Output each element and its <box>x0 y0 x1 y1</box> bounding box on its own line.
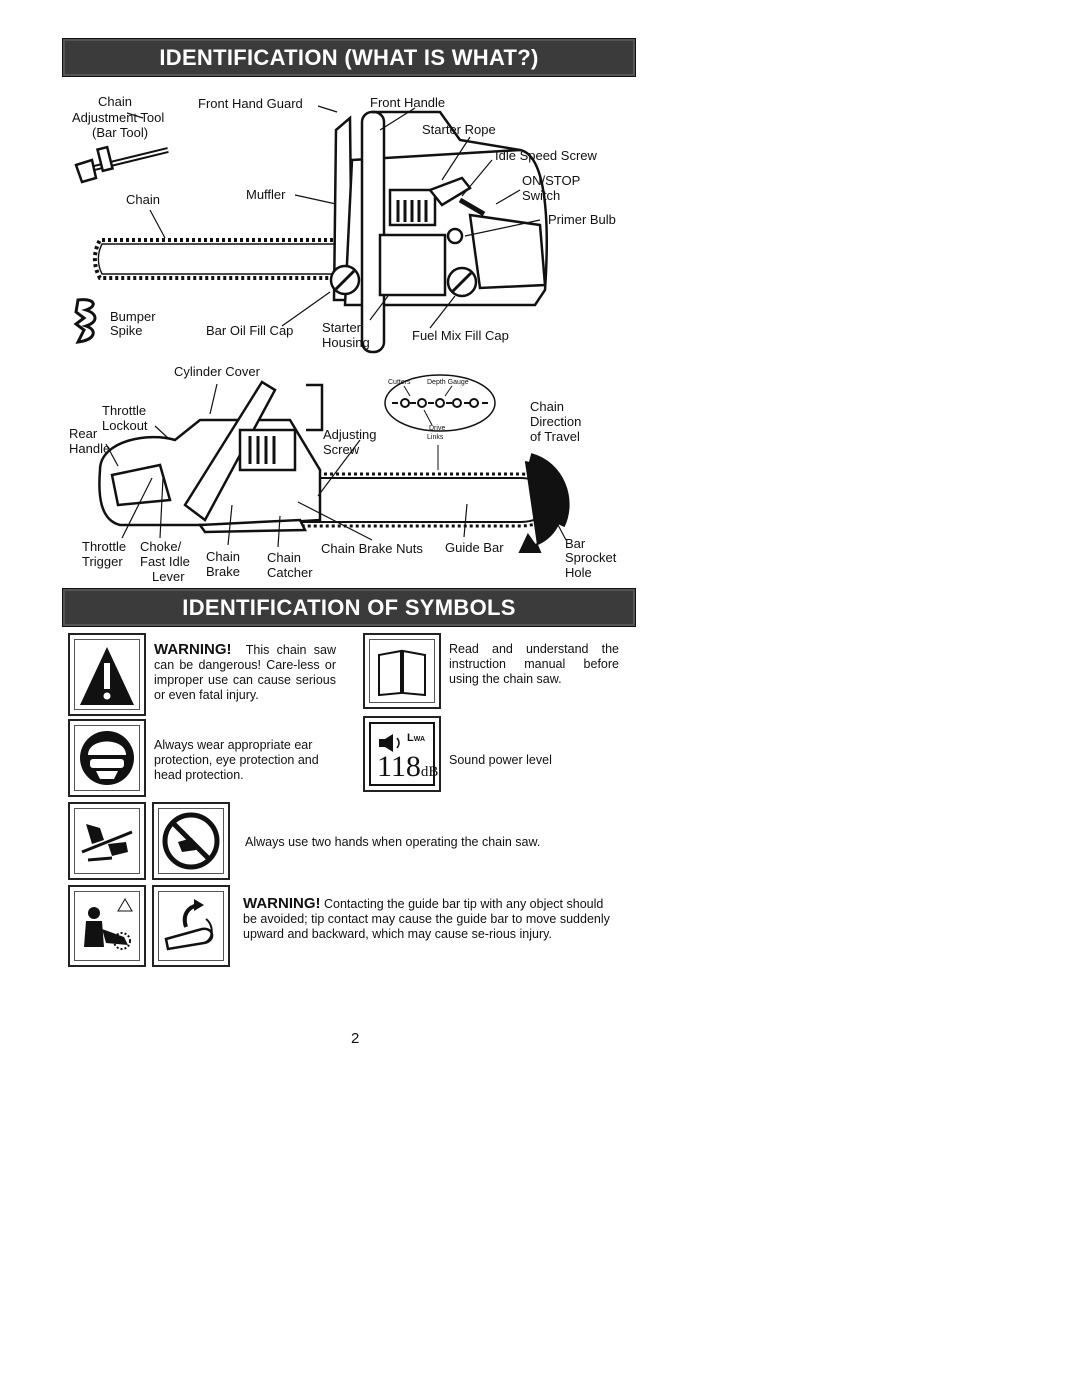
read-manual-text: Read and understand the instruction manu… <box>449 642 619 686</box>
head-protection-icon <box>80 731 134 785</box>
fuel-mix-fill-cap-label: Fuel Mix Fill Cap <box>412 328 509 343</box>
warning-triangle-icon <box>80 647 134 705</box>
bar-sprocket-hole-label-2: Sprocket <box>565 550 617 565</box>
symbols-header: IDENTIFICATION OF SYMBOLS <box>62 588 636 627</box>
kickback-tip-box <box>152 885 230 967</box>
chain-catcher-label-1: Chain <box>267 550 301 565</box>
throttle-trigger-label-1: Throttle <box>82 539 127 554</box>
chain-adjustment-tool-label-3: (Bar Tool) <box>92 125 149 140</box>
one-hand-prohibited-icon <box>162 812 220 870</box>
sound-value: 118dB <box>377 752 438 787</box>
sound-power-text: Sound power level <box>449 753 552 767</box>
identification-header: IDENTIFICATION (WHAT IS WHAT?) <box>62 38 636 77</box>
chain-adjustment-tool-label-2: Adjustment Tool <box>72 110 165 125</box>
warning-word-2: WARNING! <box>243 895 321 912</box>
kickback-operator-icon <box>84 898 133 950</box>
sound-number: 118 <box>377 750 421 783</box>
choke-label-2: Fast Idle <box>140 554 190 569</box>
adjusting-screw-label-2: Screw <box>323 442 360 457</box>
kickback-warning-text: WARNING! Contacting the guide bar tip wi… <box>243 896 619 942</box>
chainsaw-top-drawing <box>73 105 548 354</box>
bar-sprocket-hole-label-3: Hole <box>565 565 592 580</box>
depth-gauge-label: Depth Gauge <box>427 379 469 386</box>
rear-handle-label-2: Handle <box>69 441 111 456</box>
primer-bulb-label: Primer Bulb <box>548 212 616 227</box>
front-handle-label: Front Handle <box>370 95 446 110</box>
speaker-icon <box>379 734 400 752</box>
choke-label-1: Choke/ <box>140 539 182 554</box>
sound-symbol-box: LWA 118dB <box>363 716 441 792</box>
chain-label: Chain <box>126 192 160 207</box>
two-hands-icon <box>81 824 133 862</box>
two-hands-symbol-box <box>68 802 146 880</box>
chain-catcher-label-2: Catcher <box>267 565 313 580</box>
rear-handle-label-1: Rear <box>69 426 98 441</box>
one-hand-prohibited-box <box>152 802 230 880</box>
adjusting-screw-label-1: Adjusting <box>323 427 377 442</box>
kickback-warning-body: Contacting the guide bar tip with any ob… <box>243 897 610 941</box>
muffler-label: Muffler <box>246 187 286 202</box>
cutters-label: Cutters <box>388 379 411 386</box>
choke-label-3: Lever <box>152 569 185 584</box>
page-number: 2 <box>351 1030 360 1047</box>
starter-housing-label-1: Starter <box>322 320 362 335</box>
bar-oil-fill-cap-label: Bar Oil Fill Cap <box>206 323 294 338</box>
ppe-text: Always wear appropriate ear protection, … <box>154 738 319 782</box>
throttle-lockout-label-1: Throttle <box>102 403 147 418</box>
kickback-symbol-box <box>68 885 146 967</box>
idle-speed-screw-label: Idle Speed Screw <box>495 148 597 163</box>
warning-text-1-body: This chain saw can be dangerous! Care-le… <box>154 643 336 702</box>
starter-rope-label: Starter Rope <box>422 122 496 137</box>
drive-links-label-1: Drive <box>429 425 446 432</box>
lwa-l: L <box>407 732 414 744</box>
chain-brake-label-2: Brake <box>206 564 240 579</box>
cylinder-cover-label: Cylinder Cover <box>174 364 260 379</box>
chainsaw-side-drawing <box>98 374 570 553</box>
chain-brake-label-1: Chain <box>206 549 240 564</box>
ppe-symbol-box <box>68 719 146 797</box>
chain-brake-nuts-label: Chain Brake Nuts <box>321 541 423 556</box>
on-stop-label-2: Switch <box>522 188 561 203</box>
lwa-label: LWA <box>407 732 425 744</box>
starter-housing-label-2: Housing <box>322 335 370 350</box>
bar-sprocket-hole-label-1: Bar <box>565 536 586 551</box>
bumper-spike-label-1: Bumper <box>110 309 156 324</box>
warning-text-1: WARNING! This chain saw can be dangerous… <box>154 642 336 703</box>
book-icon <box>378 649 426 697</box>
throttle-trigger-label-2: Trigger <box>82 554 123 569</box>
manual-symbol-box <box>363 633 441 709</box>
kickback-arrow-icon <box>164 899 214 951</box>
on-stop-label-1: ON/STOP <box>522 173 581 188</box>
sound-unit: dB <box>420 764 439 780</box>
chain-direction-label-3: of Travel <box>530 429 580 444</box>
throttle-lockout-label-2: Lockout <box>102 418 148 433</box>
warning-word-1: WARNING! <box>154 641 232 658</box>
chain-direction-label-1: Chain <box>530 399 564 414</box>
front-hand-guard-label: Front Hand Guard <box>198 96 303 111</box>
bumper-spike-label-2: Spike <box>110 323 143 338</box>
drive-links-label-2: Links <box>427 434 444 441</box>
two-hands-text: Always use two hands when operating the … <box>245 835 541 849</box>
chain-direction-label-2: Direction <box>530 414 582 429</box>
lwa-sub: WA <box>413 736 426 743</box>
chain-adjustment-tool-label-1: Chain <box>98 94 132 109</box>
warning-symbol-box <box>68 633 146 716</box>
guide-bar-label: Guide Bar <box>445 540 504 555</box>
